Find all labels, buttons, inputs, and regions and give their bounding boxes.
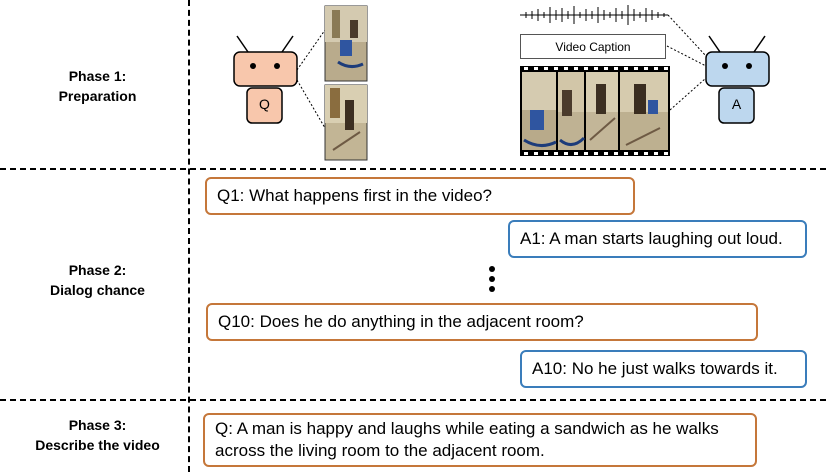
video-description-bubble: Q: A man is happy and laughs while eatin… xyxy=(203,413,757,467)
video-caption-label: Video Caption xyxy=(555,39,631,54)
answer-10-text: A10: No he just walks towards it. xyxy=(532,359,778,378)
audio-waveform xyxy=(520,5,668,25)
phase-1-label: Phase 1: Preparation xyxy=(20,66,175,106)
description-line-2: across the living room to the adjacent r… xyxy=(215,441,545,460)
phase-2-label: Phase 2: Dialog chance xyxy=(20,260,175,300)
question-bubble-10: Q10: Does he do anything in the adjacent… xyxy=(206,303,758,341)
phase-2-name: Dialog chance xyxy=(50,282,145,298)
description-line-1: Q: A man is happy and laughs while eatin… xyxy=(215,419,719,438)
questioner-robot xyxy=(233,35,298,124)
phase-3-label: Phase 3: Describe the video xyxy=(20,415,175,455)
question-frame-1 xyxy=(324,5,368,82)
video-caption-box: Video Caption xyxy=(520,34,666,59)
video-film-strip xyxy=(520,66,670,156)
question-1-text: Q1: What happens first in the video? xyxy=(217,186,492,205)
column-divider xyxy=(188,0,190,472)
answerer-robot xyxy=(705,35,770,124)
answer-1-text: A1: A man starts laughing out loud. xyxy=(520,229,783,248)
phase-divider-1 xyxy=(0,168,826,170)
answerer-robot-letter: A xyxy=(731,96,742,112)
question-10-text: Q10: Does he do anything in the adjacent… xyxy=(218,312,584,331)
question-bubble-1: Q1: What happens first in the video? xyxy=(205,177,635,215)
phase-3-title: Phase 3: xyxy=(68,417,127,433)
phase-divider-2 xyxy=(0,399,826,401)
question-frame-2 xyxy=(324,84,368,161)
questioner-robot-letter: Q xyxy=(259,96,270,112)
phase-3-name: Describe the video xyxy=(35,437,160,453)
preparation-illustration xyxy=(233,5,770,161)
ellipsis-dots xyxy=(489,266,495,296)
answer-bubble-10: A10: No he just walks towards it. xyxy=(520,350,807,388)
phase-2-title: Phase 2: xyxy=(68,262,127,278)
phase-1-title: Phase 1: xyxy=(68,68,127,84)
phase-1-name: Preparation xyxy=(58,88,137,104)
answer-bubble-1: A1: A man starts laughing out loud. xyxy=(508,220,807,258)
